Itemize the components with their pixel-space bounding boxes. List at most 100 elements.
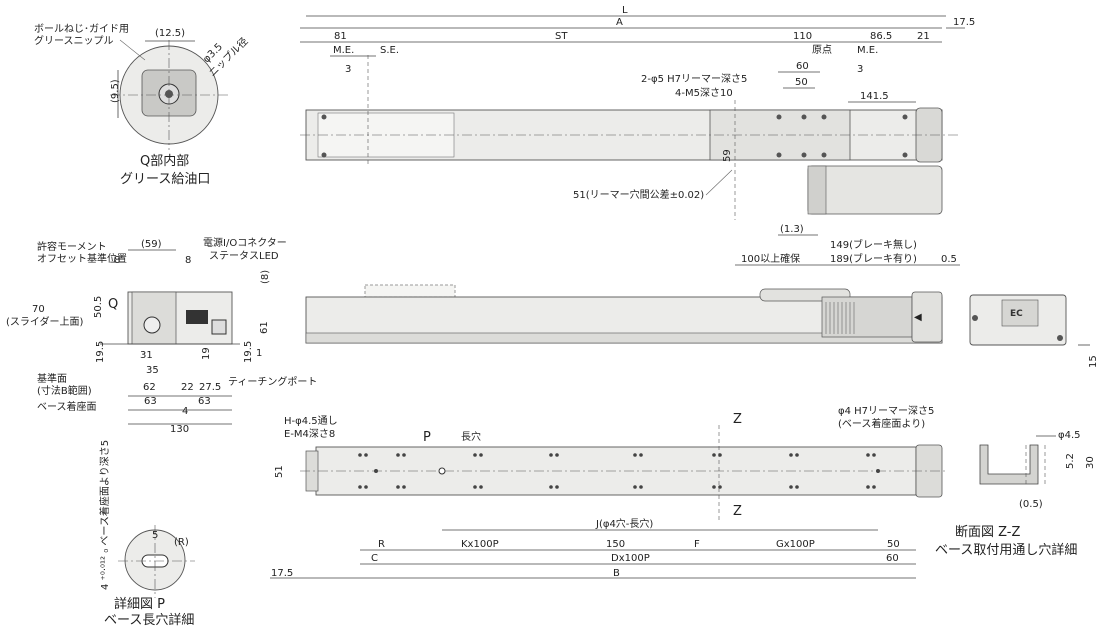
dim-D: Dx100P bbox=[611, 553, 650, 564]
dim-61: 61 bbox=[259, 321, 270, 334]
dim-1-3: (1.3) bbox=[780, 224, 804, 235]
brand-logo: EC bbox=[1010, 309, 1023, 319]
dim-0-5: 0.5 bbox=[941, 254, 957, 265]
dim-19: 19 bbox=[201, 347, 212, 360]
dim-J: J(φ4穴-長穴) bbox=[595, 517, 653, 530]
section-profile bbox=[979, 444, 1039, 485]
note-slot: 長穴 bbox=[461, 430, 481, 443]
dim-F: F bbox=[694, 539, 700, 550]
dim-150: 150 bbox=[606, 539, 625, 550]
end-view: 許容モーメント オフセット基準位置 電源I/Oコネクター ステータスLED (5… bbox=[6, 236, 317, 435]
dim-81: 81 bbox=[334, 31, 347, 42]
dim-L: L bbox=[622, 5, 628, 16]
note-149: 149(ブレーキ無し) bbox=[830, 238, 917, 251]
q-note-line2: グリースニップル bbox=[34, 34, 114, 47]
dim-15: 15 bbox=[1088, 355, 1099, 368]
dim-17-5b: 17.5 bbox=[271, 568, 293, 579]
p-caption-1: 詳細図 P bbox=[114, 596, 165, 612]
io-connector bbox=[186, 310, 208, 324]
dim-50-5: 50.5 bbox=[93, 296, 104, 318]
dim-60: 60 bbox=[796, 61, 809, 72]
q-detail: (12.5) (9.5) ボールねじ･ガイド用 グリースニップル φ3.5 ニッ… bbox=[34, 23, 250, 187]
label-me-right: M.E. bbox=[857, 45, 878, 56]
dim-tol: 4 ⁺⁰·⁰¹² ₀ ベース着座面より深さ5 bbox=[98, 440, 111, 590]
dim-3-right: 3 bbox=[857, 64, 863, 75]
label-P: P bbox=[423, 430, 431, 445]
dim-59: 59 bbox=[722, 149, 733, 162]
p-caption-2: ベース長穴詳細 bbox=[104, 612, 194, 628]
note-holes: H-φ4.5通し bbox=[284, 415, 338, 427]
dim-63b: 63 bbox=[198, 396, 211, 407]
dim-C: C bbox=[371, 553, 378, 564]
dim-59p: (59) bbox=[141, 239, 162, 250]
dim-30: 30 bbox=[1085, 456, 1096, 469]
dim-5-p: 5 bbox=[152, 530, 158, 541]
dim-21: 21 bbox=[917, 31, 930, 42]
dim-A: A bbox=[616, 17, 623, 28]
dim-B: B bbox=[613, 568, 620, 579]
dim-8b: 8 bbox=[185, 255, 191, 266]
dim-130: 130 bbox=[170, 424, 189, 435]
note-ref-1: 基準面 bbox=[37, 372, 67, 385]
note-reamer: 2-φ5 H7リーマー深さ5 bbox=[641, 73, 747, 85]
dim-62: 62 bbox=[143, 382, 156, 393]
dim-1: 1 bbox=[256, 348, 262, 359]
dim-17-5: 17.5 bbox=[953, 17, 975, 28]
zz-caption-2: ベース取付用通し穴詳細 bbox=[935, 542, 1077, 558]
dim-8p: (8) bbox=[260, 270, 271, 284]
dim-5-2: 5.2 bbox=[1065, 453, 1076, 469]
dim-19-5a: 19.5 bbox=[95, 341, 106, 363]
teaching-port bbox=[211, 319, 227, 335]
note-moment-1: 許容モーメント bbox=[37, 240, 107, 253]
dim-51: 51 bbox=[274, 465, 285, 478]
note-189: 189(ブレーキ有り) bbox=[830, 252, 917, 265]
note-clearance: 100以上確保 bbox=[741, 252, 800, 265]
note-ref-2: (寸法B範囲) bbox=[37, 384, 92, 397]
dim-50: 50 bbox=[795, 77, 808, 88]
motor-body bbox=[807, 165, 943, 215]
q-dim-height: (9.5) bbox=[110, 79, 121, 103]
dim-141-5: 141.5 bbox=[860, 91, 889, 102]
dim-19-5b: 19.5 bbox=[243, 341, 254, 363]
note-led: ステータスLED bbox=[209, 250, 279, 262]
dim-70-sub: (スライダー上面) bbox=[6, 315, 84, 328]
detail-p: 5 (R) 4 ⁺⁰·⁰¹² ₀ ベース着座面より深さ5 詳細図 P ベース長穴… bbox=[98, 440, 195, 628]
dim-110: 110 bbox=[793, 31, 812, 42]
dim-G: Gx100P bbox=[776, 539, 815, 550]
label-Z-bottom: Z bbox=[733, 504, 742, 519]
top-view: L A 17.5 81 ST 110 86.5 21 M.E. S.E. 3 原… bbox=[300, 5, 975, 266]
dim-ST: ST bbox=[555, 31, 568, 42]
note-base: ベース着座面 bbox=[37, 400, 97, 413]
label-se: S.E. bbox=[380, 45, 399, 56]
dim-31: 31 bbox=[140, 350, 153, 361]
dim-63a: 63 bbox=[144, 396, 157, 407]
dim-K: Kx100P bbox=[461, 539, 499, 550]
dim-50b: 50 bbox=[887, 539, 900, 550]
note-reamer2-1: φ4 H7リーマー深さ5 bbox=[838, 405, 934, 417]
dim-27-5: 27.5 bbox=[199, 382, 221, 393]
dim-8a: 8 bbox=[114, 255, 120, 266]
q-caption-2: グリース給油口 bbox=[120, 172, 210, 187]
dim-R: R bbox=[378, 539, 385, 550]
note-taps: E-M4深さ8 bbox=[284, 428, 335, 440]
dim-R-p: (R) bbox=[174, 537, 189, 548]
dim-70: 70 bbox=[32, 304, 45, 315]
note-pitch: 51(リーマー穴間公差±0.02) bbox=[573, 188, 704, 201]
dim-60b: 60 bbox=[886, 553, 899, 564]
dim-0-5-zz: (0.5) bbox=[1019, 499, 1043, 510]
dim-4: 4 bbox=[182, 406, 188, 417]
bottom-view: H-φ4.5通し E-M4深さ8 P 長穴 Z φ4 H7リーマー深さ5 (ベー… bbox=[270, 405, 945, 579]
q-note-line1: ボールねじ･ガイド用 bbox=[34, 23, 129, 35]
dim-3-left: 3 bbox=[345, 64, 351, 75]
zz-caption-1: 断面図 Z-Z bbox=[955, 525, 1021, 540]
note-reamer2-2: (ベース着座面より) bbox=[838, 417, 925, 430]
note-teach: ティーチングポート bbox=[228, 375, 317, 388]
arrow-mark: ◀ bbox=[914, 312, 922, 323]
dim-86-5: 86.5 bbox=[870, 31, 892, 42]
label-origin: 原点 bbox=[812, 44, 832, 56]
q-dim-width: (12.5) bbox=[155, 28, 185, 39]
section-zz: φ4.5 5.2 30 (0.5) 断面図 Z-Z ベース取付用通し穴詳細 bbox=[935, 430, 1096, 558]
note-moment-2: オフセット基準位置 bbox=[37, 252, 127, 265]
label-me-left: M.E. bbox=[333, 45, 354, 56]
